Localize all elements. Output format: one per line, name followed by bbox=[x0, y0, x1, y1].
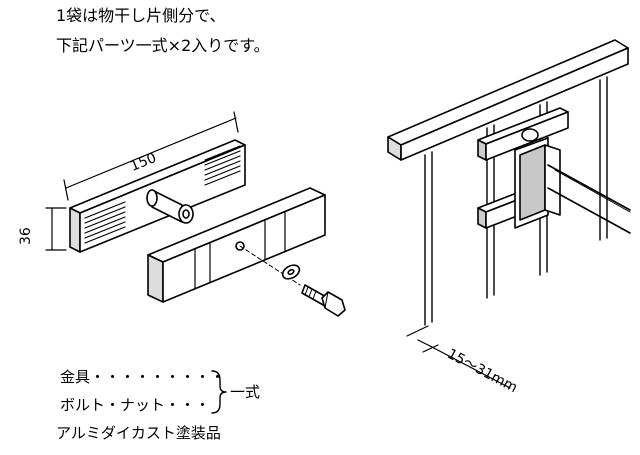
installed-mount-body bbox=[514, 137, 561, 229]
material-note: アルミダイカスト塗装品 bbox=[56, 424, 221, 442]
header-note-line2: 下記パーツ一式×2入りです。 bbox=[56, 36, 270, 55]
washer bbox=[281, 264, 301, 280]
boss-cylinder bbox=[146, 189, 194, 224]
drying-pole bbox=[547, 164, 631, 234]
parts-brace bbox=[211, 370, 227, 414]
ribbed-section-right bbox=[204, 145, 241, 186]
front-bracket-plate bbox=[147, 187, 326, 303]
parts-item-bracket: 金具・・・・・・・・・ bbox=[60, 368, 226, 386]
header-note-line1: 1袋は物干し片側分で、 bbox=[56, 6, 226, 25]
bolt bbox=[301, 284, 346, 317]
dimension-label-height: 36 bbox=[18, 227, 34, 245]
parts-group-label: 一式 bbox=[230, 383, 261, 401]
handrail-beam bbox=[387, 39, 629, 161]
installed-clamp-upper bbox=[477, 107, 569, 161]
parts-item-bolt-nut: ボルト・ナット・・・ bbox=[60, 396, 211, 414]
dimension-line-height bbox=[45, 207, 67, 251]
dimension-line-rail bbox=[406, 325, 511, 389]
ribbed-section-left bbox=[84, 201, 126, 244]
dimension-line-length bbox=[63, 111, 239, 201]
